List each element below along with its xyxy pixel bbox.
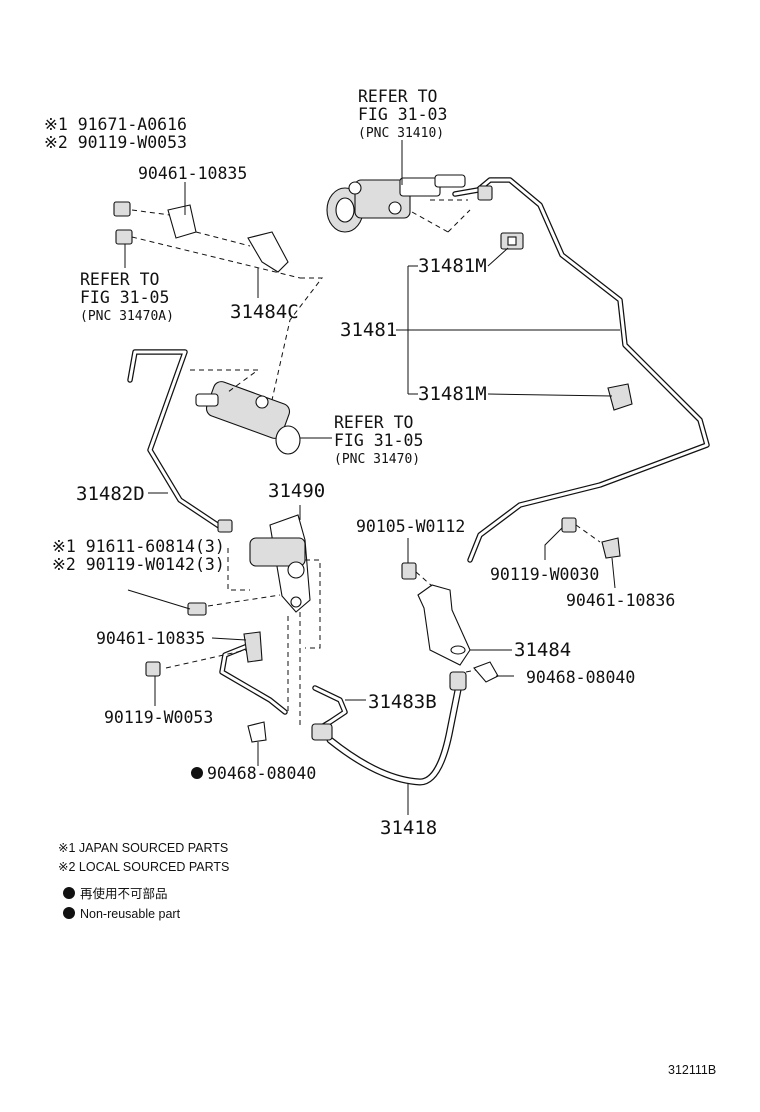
bolt-90119-top xyxy=(115,229,133,245)
bracket-31484c xyxy=(167,204,289,273)
legend-local-sourced: ※2 LOCAL SOURCED PARTS xyxy=(58,860,229,874)
label-91671-a0616: ※1 91671-A0616 xyxy=(44,115,187,134)
label-refer-to-mid: REFER TO xyxy=(334,413,413,432)
legend-nonreusable-jp: 再使用不可部品 xyxy=(80,886,168,901)
label-31490: 31490 xyxy=(268,480,325,502)
pipe-union-top xyxy=(477,185,493,201)
label-90461-10835-low: 90461-10835 xyxy=(96,629,205,648)
label-90105-w0112: 90105-W0112 xyxy=(356,517,465,536)
label-31481: 31481 xyxy=(340,319,397,341)
bracket-31484 xyxy=(417,584,471,666)
label-31481m-bottom: 31481M xyxy=(418,383,487,405)
label-fig-31-03: FIG 31-03 xyxy=(358,105,447,124)
label-31482d: 31482D xyxy=(76,483,145,505)
label-90468-08040-right: 90468-08040 xyxy=(526,668,635,687)
label-90468-08040-low: 90468-08040 xyxy=(207,764,316,783)
label-refer-to-top: REFER TO xyxy=(358,87,437,106)
label-90119-w0053-low: 90119-W0053 xyxy=(104,708,213,727)
master-cylinder-part xyxy=(326,174,466,233)
clip-90468-low xyxy=(247,721,267,743)
pipe-31482d xyxy=(127,349,225,531)
part-labels: ※1 91671-A0616 ※2 90119-W0053 90461-1083… xyxy=(44,87,675,839)
label-31418: 31418 xyxy=(380,817,437,839)
union-31490 xyxy=(217,514,311,613)
bolt-91611 xyxy=(187,602,207,616)
pipe-31481 xyxy=(452,177,710,563)
non-reusable-dot-icon xyxy=(191,767,203,779)
legend-japan-sourced: ※1 JAPAN SOURCED PARTS xyxy=(58,841,228,855)
bolt-90119-w0030 xyxy=(561,517,577,533)
pipe-31483b xyxy=(219,642,348,731)
clip-90468-right xyxy=(473,661,499,683)
legend-dot-icon xyxy=(63,887,75,899)
legend-dot-icon xyxy=(63,907,75,919)
label-31481m-top: 31481M xyxy=(418,255,487,277)
hose-31418 xyxy=(326,686,462,786)
clamp-31481m-top xyxy=(500,232,524,250)
bolt-90119-w0053-low xyxy=(145,661,161,677)
label-90461-10836: 90461-10836 xyxy=(566,591,675,610)
label-fig-31-05-b: FIG 31-05 xyxy=(334,431,423,450)
label-refer-to-left: REFER TO xyxy=(80,270,159,289)
label-90119-w0030: 90119-W0030 xyxy=(490,565,599,584)
hose-end-fitting xyxy=(311,671,467,741)
bolt-91671 xyxy=(113,201,131,217)
label-90119-w0053-top: ※2 90119-W0053 xyxy=(44,133,187,152)
release-cylinder-part xyxy=(195,381,301,455)
label-31484: 31484 xyxy=(514,639,571,661)
bolt-90105 xyxy=(401,562,417,580)
clip-90461-10836 xyxy=(601,537,621,559)
dashed-assembly-lines xyxy=(131,199,601,726)
label-pnc-31470: (PNC 31470) xyxy=(334,452,420,467)
label-31484c: 31484C xyxy=(230,301,299,323)
label-90461-10835-top: 90461-10835 xyxy=(138,164,247,183)
label-91611-60814: ※1 91611-60814(3) xyxy=(52,537,225,556)
leader-lines xyxy=(124,140,620,815)
legend-nonreusable-en: Non-reusable part xyxy=(80,907,181,921)
label-90119-w0142: ※2 90119-W0142(3) xyxy=(52,555,225,574)
figure-id: 312111B xyxy=(668,1063,716,1077)
clip-90461-10835-low xyxy=(243,631,263,663)
label-31483b: 31483B xyxy=(368,691,437,713)
clamp-31481m-bottom xyxy=(607,383,633,411)
label-pnc-31470a: (PNC 31470A) xyxy=(80,309,174,324)
legend: ※1 JAPAN SOURCED PARTS ※2 LOCAL SOURCED … xyxy=(58,841,229,921)
label-fig-31-05-a: FIG 31-05 xyxy=(80,288,169,307)
label-pnc-31410: (PNC 31410) xyxy=(358,126,444,141)
